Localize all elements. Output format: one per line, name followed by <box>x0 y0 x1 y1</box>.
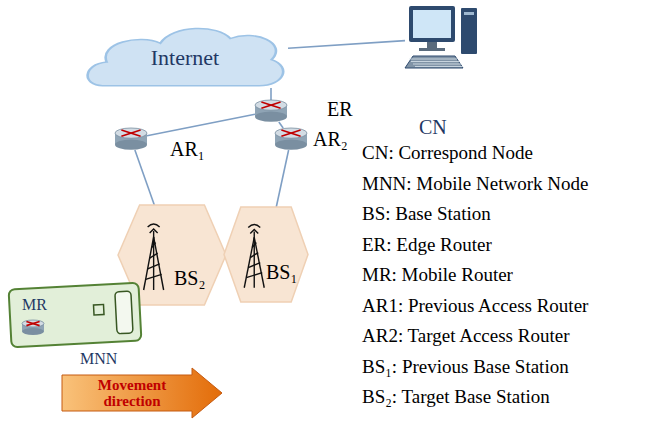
router-icon <box>115 128 147 150</box>
node-label: Internet <box>151 46 219 70</box>
base-station-cell: BS₁ <box>224 207 308 302</box>
antenna-tower <box>244 224 264 287</box>
link-line <box>147 114 255 136</box>
node-label: AR₂ <box>313 128 348 150</box>
link-line <box>279 122 283 128</box>
legend-text: CN: Correspond Node <box>362 143 533 164</box>
link-line <box>270 88 272 100</box>
node-label: Movement direction <box>87 377 177 410</box>
legend-text: MNN: Mobile Network Node <box>362 174 588 195</box>
node-label: AR₁ <box>170 138 205 160</box>
link-line <box>276 150 288 207</box>
mobile-node-label: MNN <box>80 350 117 368</box>
vehicle: MR <box>8 282 142 348</box>
router-shape <box>115 128 147 150</box>
router-shape <box>275 128 307 150</box>
router: AR₁ <box>115 128 147 150</box>
vehicle-body <box>9 283 142 348</box>
link-line <box>135 150 154 205</box>
antenna-tower <box>144 224 164 290</box>
computer-shape <box>405 2 485 74</box>
legend-text: AR1: Previous Access Router <box>362 296 588 317</box>
router: AR₂ <box>275 128 307 150</box>
cloud-outline <box>88 28 284 85</box>
router-shape <box>255 100 287 122</box>
base-station-cell-shape <box>224 207 308 302</box>
cell-outline <box>224 207 308 302</box>
router: ER <box>255 100 287 122</box>
link-line <box>288 41 405 49</box>
computer: CN <box>405 2 485 74</box>
node-label: ER <box>327 98 353 120</box>
router-icon <box>22 320 44 335</box>
internet-cloud: Internet <box>82 22 288 88</box>
legend-text: MR: Mobile Router <box>362 265 513 286</box>
router-icon <box>255 100 287 122</box>
node-label: MR <box>22 296 47 314</box>
router-icon <box>275 128 307 150</box>
node-label: BS₁ <box>266 261 297 283</box>
vehicle-shape <box>8 282 142 348</box>
node-label: CN <box>419 116 447 138</box>
arrow-shape <box>62 368 222 418</box>
legend-text: ER: Edge Router <box>362 235 492 256</box>
legend-text: AR2: Target Access Router <box>362 326 569 347</box>
node-label: BS₂ <box>174 267 205 289</box>
movement-arrow: Movement direction <box>62 368 222 418</box>
legend-text: BS₂: Target Base Station <box>362 387 550 408</box>
computer-icon <box>405 6 477 68</box>
legend-text: BS₁: Previous Base Station <box>362 357 569 378</box>
legend-text: BS: Base Station <box>362 204 491 225</box>
